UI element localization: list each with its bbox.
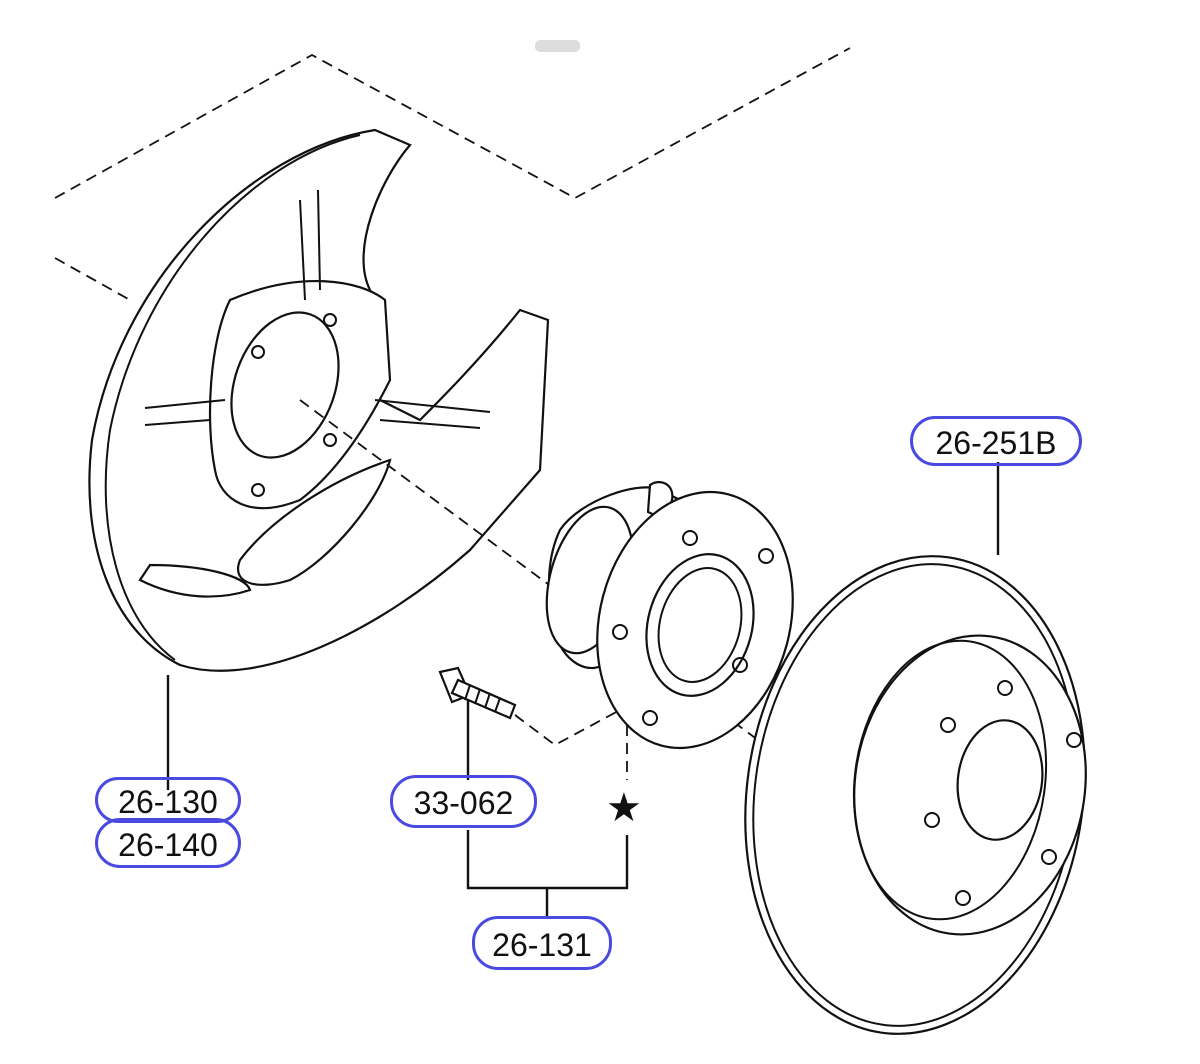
grip-handle (535, 40, 580, 52)
star-marker-icon: ★ (606, 786, 642, 830)
callout-26-251b[interactable]: 26-251B (910, 416, 1082, 466)
callout-26-130[interactable]: 26-130 (95, 777, 241, 823)
callout-33-062[interactable]: 33-062 (390, 775, 537, 828)
bolt-axis (514, 709, 621, 747)
brake-disc (744, 555, 1087, 1035)
leader-bracket (466, 830, 629, 890)
callout-26-131[interactable]: 26-131 (472, 916, 612, 970)
wheel-hub-bearing (545, 481, 794, 750)
hub-bolt (438, 666, 517, 720)
dust-shield (88, 128, 550, 672)
callout-26-140[interactable]: 26-140 (95, 818, 241, 868)
knuckle-outline (54, 47, 851, 301)
